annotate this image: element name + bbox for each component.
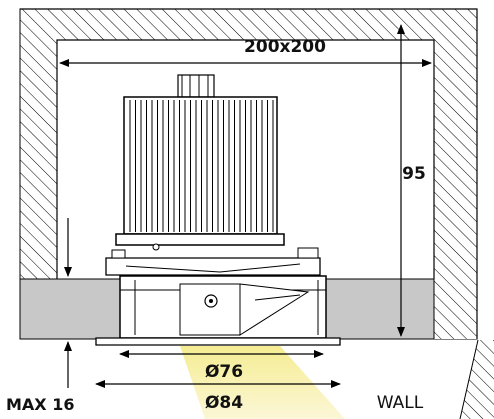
inner-diameter-label: Ø76 [205, 362, 243, 382]
dimension-lines [59, 24, 432, 388]
wall-strip [459, 339, 494, 419]
max-thickness-label: MAX 16 [6, 395, 74, 414]
wall-label: WALL [377, 393, 424, 413]
heatsink [115, 74, 285, 251]
outer-diameter-label: Ø84 [205, 393, 243, 413]
ceiling-board [19, 278, 435, 340]
depth-dimension-label: 95 [402, 164, 426, 184]
screw-icon [152, 243, 160, 251]
cutout-dimension-label: 200x200 [244, 37, 326, 57]
mounting-body [95, 247, 341, 346]
niche-walls [19, 8, 478, 340]
